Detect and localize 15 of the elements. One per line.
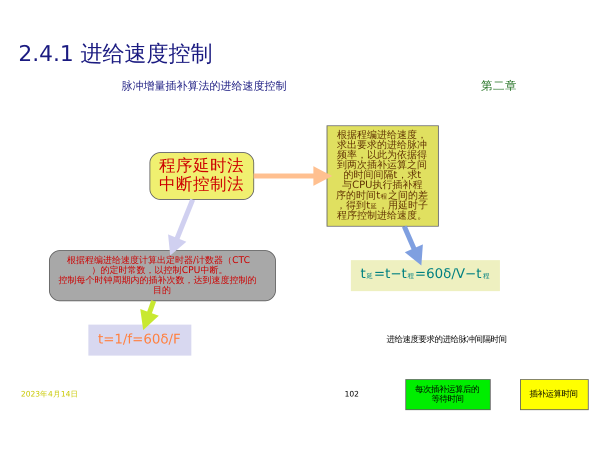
label: 2023年4月14日 — [20, 389, 78, 398]
node-box: 每次插补运算后的等待时间 — [405, 379, 491, 410]
label: 脉冲增量插补算法的进给速度控制 — [121, 79, 286, 92]
node-box: 插补运算时间 — [520, 379, 589, 410]
label: 102 — [344, 389, 359, 398]
arrow — [402, 225, 423, 266]
node-box: 根据程编进给速度计算出定时器/计数器（CTC）的定时常数，以控制CPU中断。 控制每个时钟周期内的插补次数，达到速度控制的目的 — [48, 250, 276, 302]
diagram-title: 2.4.1 进给速度控制 — [18, 42, 213, 68]
node-box: 程序延时法 中断控制法 — [149, 152, 254, 200]
node-box: t=1/f=60δ/F — [88, 324, 192, 356]
arrow — [140, 300, 159, 330]
arrow — [254, 166, 332, 186]
label: 第二章 — [481, 78, 518, 93]
arrow — [168, 198, 196, 256]
label: 进给速度要求的进给脉冲间隔时间 — [386, 334, 506, 344]
